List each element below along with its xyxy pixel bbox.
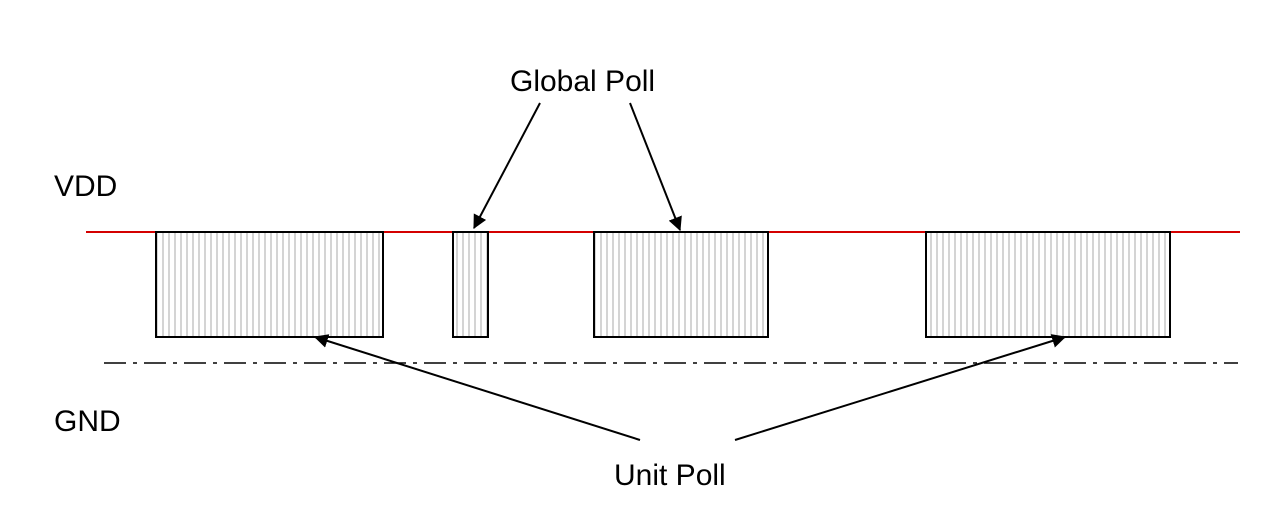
global-poll-arrow-2 [629,102,682,232]
global-poll-arrow-1 [473,102,541,230]
global-poll-block-2 [593,231,769,338]
unit-poll-arrow-2 [734,334,1067,441]
unit-poll-arrow-1 [313,334,641,441]
global-poll-label: Global Poll [510,65,655,98]
unit-poll-label: Unit Poll [614,459,726,492]
unit-poll-block-1 [155,231,384,338]
vdd-label: VDD [54,170,117,203]
unit-poll-block-2 [925,231,1171,338]
global-poll-block-1 [452,231,489,338]
gnd-label: GND [54,405,121,438]
